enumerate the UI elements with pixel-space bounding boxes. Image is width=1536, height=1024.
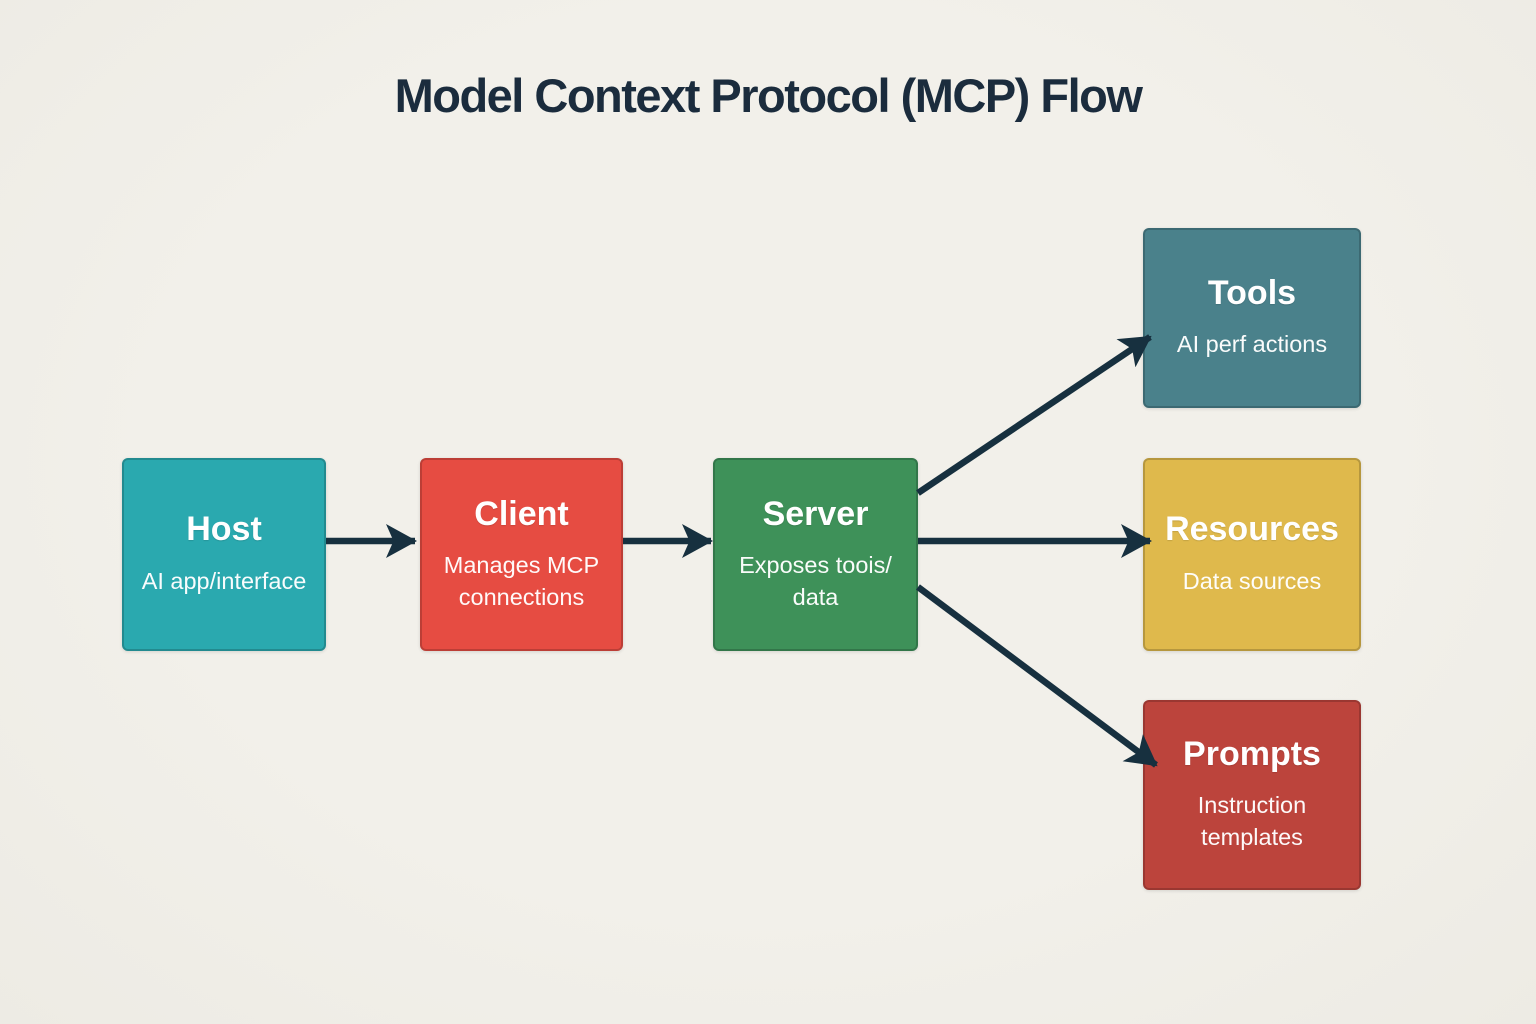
node-resources-subtitle: Data sources bbox=[1182, 567, 1322, 594]
node-tools: Tools AI perf actions bbox=[1143, 228, 1361, 408]
node-resources-label: Resources bbox=[1165, 510, 1339, 549]
node-tools-subtitle: AI perf actions bbox=[1176, 331, 1328, 358]
node-resources: Resources Data sources bbox=[1143, 458, 1361, 651]
node-host-subtitle: AI app/interface bbox=[141, 567, 307, 594]
diagram-title: Model Context Protocol (MCP) Flow bbox=[394, 69, 1143, 122]
node-client-subtitle: Manages MCP connections bbox=[443, 551, 600, 610]
arrow-server-to-prompts bbox=[916, 584, 1158, 768]
node-host: Host AI app/interface bbox=[122, 458, 326, 651]
node-server-subtitle: Exposes toois/ data bbox=[739, 551, 892, 610]
node-prompts: Prompts Instruction templates bbox=[1143, 700, 1361, 890]
node-host-label: Host bbox=[186, 510, 262, 549]
node-tools-label: Tools bbox=[1207, 273, 1297, 312]
node-client-label: Client bbox=[474, 494, 569, 533]
node-client: Client Manages MCP connections bbox=[420, 458, 623, 651]
node-prompts-subtitle: Instruction templates bbox=[1197, 792, 1307, 851]
node-server-label: Server bbox=[762, 494, 869, 533]
arrow-server-to-tools bbox=[916, 334, 1152, 496]
node-server: Server Exposes toois/ data bbox=[713, 458, 918, 651]
node-prompts-label: Prompts bbox=[1183, 735, 1321, 774]
